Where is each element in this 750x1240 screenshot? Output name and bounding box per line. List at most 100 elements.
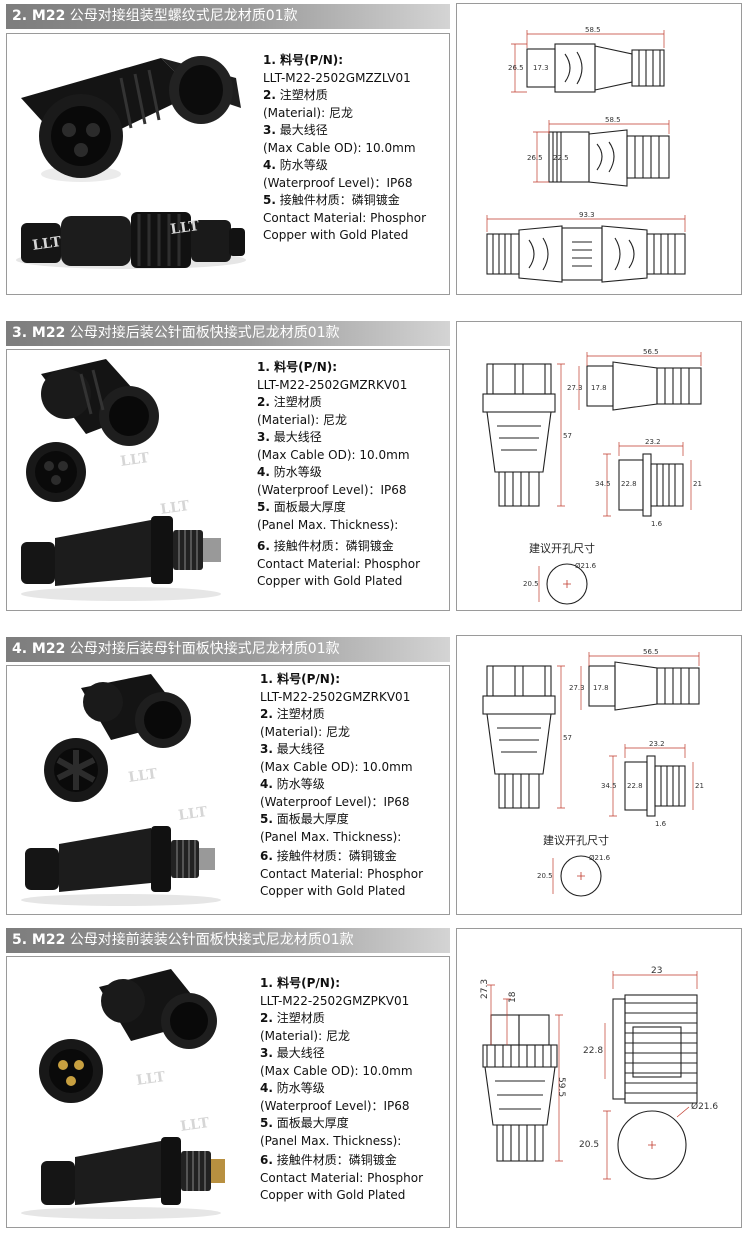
spec-line: 2. 注塑材质 (260, 1011, 325, 1025)
dim-label: 22.8 (583, 1046, 603, 1056)
product-section-5: 5. M22 公母对接前装装公针面板快接式尼龙材质01款 (0, 926, 750, 1236)
spec-line: (Panel Max. Thickness): (260, 829, 402, 844)
technical-drawing-vertical (482, 665, 556, 809)
technical-drawing-horizontal (586, 361, 702, 411)
technical-drawing-c (486, 225, 686, 283)
spec-line: 6. 接触件材质：磷铜镀金 (260, 849, 397, 863)
spec-line: 5. 面板最大厚度 (260, 1116, 349, 1130)
product-info-panel: LLT LLT 1. 料号(P/N): LLT-M22-2502GMZRKV01… (6, 349, 450, 611)
spec-line: (Max Cable OD): 10.0mm (263, 140, 416, 155)
spec-line: 1. 料号(P/N): (257, 360, 338, 374)
spec-line: 2. 注塑材质 (260, 707, 325, 721)
dim-label: 23.2 (649, 740, 665, 748)
spec-line: 3. 最大线径 (260, 1046, 325, 1060)
dim-label: 23 (651, 966, 662, 976)
dim-label: 1.6 (655, 820, 667, 828)
product-info-panel: LLT LLT 1. 料号(P/N): LLT-M22-2502GMZPKV01… (6, 956, 450, 1228)
spec-line: Copper with Gold Plated (263, 228, 409, 242)
spec-line: 2. 注塑材质 (257, 395, 322, 409)
svg-text:LLT: LLT (135, 1069, 166, 1089)
spec-line: 5. 接触件材质：磷铜镀金 (263, 193, 400, 207)
product-section-2: 2. M22 公母对接组装型螺纹式尼龙材质01款 (0, 0, 750, 300)
spec-line: 4. 防水等级 (263, 158, 328, 172)
svg-text:LLT: LLT (127, 766, 158, 786)
technical-drawing-a (526, 43, 665, 93)
spec-line: (Max Cable OD): 10.0mm (260, 759, 413, 774)
dim-label: 56.5 (643, 348, 659, 356)
connector-photo-panel (21, 1137, 225, 1219)
spec-line: (Waterproof Level)：IP68 (257, 482, 407, 497)
connector-photo-plug (81, 674, 191, 748)
connector-photo-socket-face (44, 738, 108, 802)
svg-text:LLT: LLT (177, 804, 208, 824)
technical-drawing-panel (612, 994, 698, 1104)
dim-label: 57 (563, 432, 572, 440)
section-number: 4. M22 (12, 641, 66, 657)
hole-size-caption: 建议开孔尺寸 (543, 833, 609, 847)
connector-photo-socket-face (39, 1039, 103, 1103)
dim-label: Ø21.6 (589, 854, 611, 862)
dim-label: 59.5 (556, 1077, 566, 1097)
dim-label: 34.5 (595, 480, 611, 488)
dimension-drawing-panel: 27.3 18 59.5 23 22.8 (456, 928, 742, 1228)
dim-label: 26.5 (508, 64, 524, 72)
panel-hole-drawing: Ø21.6 20.5 (523, 562, 597, 605)
spec-list: 1. 料号(P/N): LLT-M22-2502GMZRKV01 2. 注塑材质… (260, 671, 450, 901)
dim-label: 17.8 (591, 384, 607, 392)
dim-label: 56.5 (643, 648, 659, 656)
section-number: 5. M22 (12, 932, 66, 948)
spec-line: (Max Cable OD): 10.0mm (260, 1063, 413, 1078)
dim-label: 58.5 (585, 26, 601, 34)
spec-line: LLT-M22-2502GMZRKV01 (257, 377, 408, 392)
dim-label: 93.3 (579, 211, 595, 219)
section-title: 公母对接后装公针面板快接式尼龙材质01款 (65, 325, 340, 341)
spec-line: Copper with Gold Plated (260, 1188, 406, 1202)
section-header: 3. M22 公母对接后装公针面板快接式尼龙材质01款 (6, 321, 450, 346)
spec-line: (Material): 尼龙 (257, 412, 347, 427)
spec-line: (Waterproof Level)：IP68 (260, 1098, 410, 1113)
svg-text:LLT: LLT (159, 498, 190, 518)
section-header: 2. M22 公母对接组装型螺纹式尼龙材质01款 (6, 4, 450, 29)
dim-label: 18 (508, 991, 518, 1003)
spec-line: 4. 防水等级 (260, 1081, 325, 1095)
spec-line: 6. 接触件材质：磷铜镀金 (257, 539, 394, 553)
connector-photo-upper (21, 56, 241, 182)
technical-drawing-horizontal (588, 661, 700, 711)
section-title: 公母对接前装装公针面板快接式尼龙材质01款 (65, 932, 354, 948)
product-photo: LLT LLT (11, 354, 249, 606)
dim-label: 20.5 (579, 1140, 599, 1150)
spec-line: (Material): 尼龙 (260, 724, 350, 739)
dim-label: 17.8 (593, 684, 609, 692)
spec-line: 2. 注塑材质 (263, 88, 328, 102)
spec-line: 1. 料号(P/N): (260, 672, 341, 686)
connector-photo-panel (21, 516, 221, 601)
dim-label: 20.5 (523, 580, 539, 588)
product-photo: LLT LLT (11, 670, 249, 910)
spec-line: 1. 料号(P/N): (263, 53, 344, 67)
connector-photo-panel (21, 826, 221, 906)
connector-photo-lower (16, 212, 246, 269)
dim-label: 23.2 (645, 438, 661, 446)
product-info-panel: LLT LLT 1. 料号(P/N): LLT-M22-2502GMZZLV01… (6, 33, 450, 295)
panel-hole-drawing: Ø21.6 20.5 (579, 1101, 718, 1180)
dim-label: 21 (693, 480, 702, 488)
spec-line: Copper with Gold Plated (260, 884, 406, 898)
connector-photo-plug (41, 359, 159, 446)
svg-text:LLT: LLT (119, 450, 150, 470)
product-section-4: 4. M22 公母对接后装母针面板快接式尼龙材质01款 (0, 630, 750, 920)
connector-photo-plug (99, 969, 217, 1049)
dim-label: 57 (563, 734, 572, 742)
product-photo: LLT LLT (11, 38, 249, 290)
spec-list: 1. 料号(P/N): LLT-M22-2502GMZZLV01 2. 注塑材质… (263, 52, 453, 245)
spec-line: 4. 防水等级 (260, 777, 325, 791)
section-title: 公母对接组装型螺纹式尼龙材质01款 (65, 8, 298, 24)
dim-label: 20.5 (537, 872, 553, 880)
spec-line: 5. 面板最大厚度 (260, 812, 349, 826)
dim-label: 27.3 (569, 684, 585, 692)
technical-drawing-vertical (482, 363, 556, 507)
spec-list: 1. 料号(P/N): LLT-M22-2502GMZRKV01 2. 注塑材质… (257, 359, 447, 591)
spec-line: (Panel Max. Thickness): (257, 517, 399, 532)
panel-hole-drawing: Ø21.6 20.5 (537, 854, 611, 897)
spec-line: LLT-M22-2502GMZPKV01 (260, 993, 410, 1008)
section-number: 3. M22 (12, 325, 66, 341)
